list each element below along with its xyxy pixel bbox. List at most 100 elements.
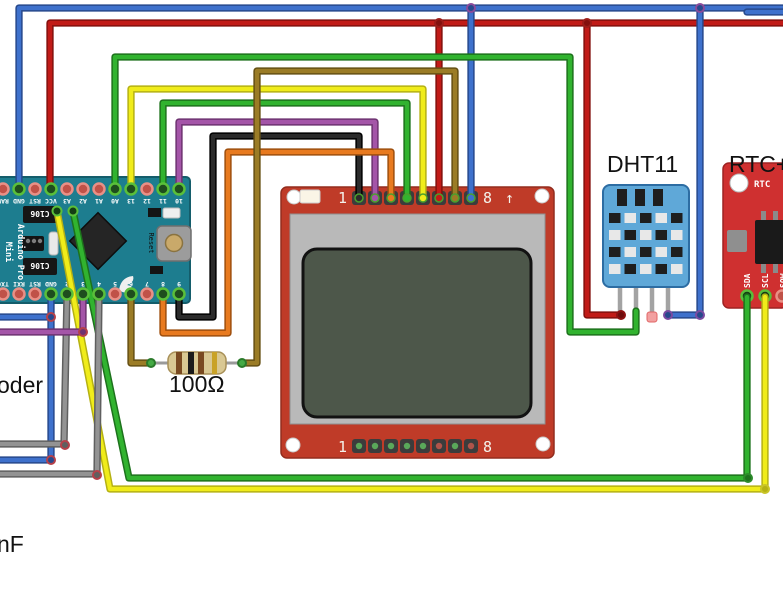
arduino-pin-bottom-rxi [12, 287, 26, 301]
dht11-unconnected-pin [646, 311, 658, 323]
arduino-pin-label-bottom-7: 7 [145, 280, 149, 288]
arduino-pin-a5 [51, 205, 63, 217]
wire-yellow-a5-to-rtc-scl [54, 208, 768, 492]
wire-red-to-dht-vcc [584, 20, 624, 318]
lcd-top-pin1-label: 1 [338, 189, 347, 207]
lcd-smd-part [299, 189, 321, 204]
lcd-bottom-pin1-label: 1 [338, 438, 347, 456]
wire-junction-dots [46, 3, 770, 494]
dht11-grid-cell [609, 213, 621, 223]
arduino-pin-label-top-13: 13 [127, 197, 135, 205]
rtc-pin-label-sda: SDA [743, 273, 752, 288]
dht11-grid-cell [640, 264, 652, 274]
arduino-pin-top-a3 [60, 182, 74, 196]
junction-dot [434, 18, 444, 28]
dht11-grid-pattern [609, 189, 683, 274]
reset-button[interactable] [156, 225, 192, 262]
junction-dot [78, 327, 88, 337]
arduino-pin-holes [0, 182, 186, 301]
arduino-pin-top-gnd [12, 182, 26, 196]
arduino-pin-label-top-a1: A1 [95, 197, 103, 205]
junction-dot [46, 312, 56, 322]
junction-dot [466, 3, 476, 13]
arduino-pin-label-top-12: 12 [143, 197, 151, 205]
lcd-top-contact-1 [354, 193, 364, 203]
arduino-pin-label-top-a3: A3 [63, 197, 71, 205]
dht11-grid-cell [671, 247, 683, 257]
smd-part [162, 207, 181, 219]
dht11-vent-bar [617, 189, 627, 206]
capacitor-label-fragment: nF [0, 531, 24, 557]
wire-gnd-blue-top-rail [16, 5, 783, 192]
rtc-pcb [722, 162, 783, 309]
rtc-title-label: RTC+ [729, 151, 783, 177]
lcd-screen [301, 247, 533, 419]
arduino-pin-bottom-5 [108, 287, 122, 301]
chip-leg [761, 262, 766, 273]
wire-brown-resistor-lcd7 [240, 68, 458, 366]
wire-yellow-d13-to-lcd5 [128, 86, 426, 201]
arduino-pin-top-a0 [108, 182, 122, 196]
arduino-pin-bottom-9 [172, 287, 186, 301]
arduino-pin-label-top-vcc: VCC [45, 197, 57, 205]
smd-part [150, 266, 163, 274]
arduino-pin-label-bottom-4: 4 [97, 280, 101, 288]
arduino-capacitor-1: C106 [23, 206, 57, 223]
lcd-top-contact-8 [466, 193, 476, 203]
dht11-grid-cell [640, 230, 652, 240]
resistor-band [198, 352, 204, 374]
lcd-top-contact-5 [418, 193, 428, 203]
arduino-pin-label-bottom-rst: RST [29, 280, 41, 288]
dht11-label: DHT11 [607, 151, 678, 177]
lcd-bottom-contact-1 [355, 442, 363, 450]
arduino-pin-label-top-raw: RAW [0, 197, 9, 205]
lcd-bottom-contact-2 [371, 442, 379, 450]
lcd-bottom-pin8-label: 8 [483, 438, 492, 456]
arduino-pin-label-bottom-txo: TXO [0, 280, 9, 288]
chip-leg [761, 211, 766, 222]
mounting-hole [285, 437, 301, 453]
arduino-pin-bottom-6 [124, 287, 138, 301]
dht11-grid-cell [640, 247, 652, 257]
lcd-bottom-contact-3 [387, 442, 395, 450]
dht11-grid-cell [624, 213, 636, 223]
arduino-pin-label-top-gnd: GND [13, 197, 25, 205]
arduino-pin-top-10 [172, 182, 186, 196]
arduino-pin-top-13 [124, 182, 138, 196]
dht11-sensor [602, 184, 690, 323]
rtc-pin-sqw [775, 289, 783, 303]
lcd-orientation-arrow: ↑ [505, 189, 514, 207]
dht11-grid-cell [640, 213, 652, 223]
resistor-band [212, 352, 217, 374]
arduino-pin-label-bottom-6: 6 [129, 280, 133, 288]
arduino-pin-label-bottom-3: 3 [81, 280, 85, 288]
arduino-pin-top-rst [28, 182, 42, 196]
arduino-pin-top-a2 [76, 182, 90, 196]
capacitor-label: C106 [30, 261, 49, 270]
dht11-grid-cell [655, 213, 667, 223]
arduino-pin-label-bottom-2: 2 [65, 280, 69, 288]
dht11-grid-cell [609, 247, 621, 257]
arduino-pro-mini-board: C106 C106 Reset Arduino Pro Mini RAWGNDR… [0, 176, 192, 304]
reset-button-cap[interactable] [164, 233, 184, 253]
arduino-pin-bottom-3 [76, 287, 90, 301]
arduino-pin-top-raw [0, 182, 10, 196]
arduino-pin-labels: RAWGNDRSTVCCA3A2A1A013121110TXORXIRSTGND… [0, 197, 183, 288]
arduino-pin-label-bottom-8: 8 [161, 280, 165, 288]
wire-brown-d6-to-resistor [128, 291, 153, 366]
arduino-pin-bottom-2 [60, 287, 74, 301]
dht11-grid-cell [655, 230, 667, 240]
dht11-vent-bar [635, 189, 645, 206]
lcd-top-contact-7 [450, 193, 460, 203]
wire-brown-d6-to-resistor [127, 290, 154, 367]
arduino-pin-top-vcc [44, 182, 58, 196]
arduino-pin-bottom-4 [92, 287, 106, 301]
smd-part [148, 208, 161, 217]
junction-dot [60, 440, 70, 450]
lcd-bottom-contact-5 [419, 442, 427, 450]
arduino-pin-bottom-gnd [44, 287, 58, 301]
smd-dot [37, 238, 43, 244]
